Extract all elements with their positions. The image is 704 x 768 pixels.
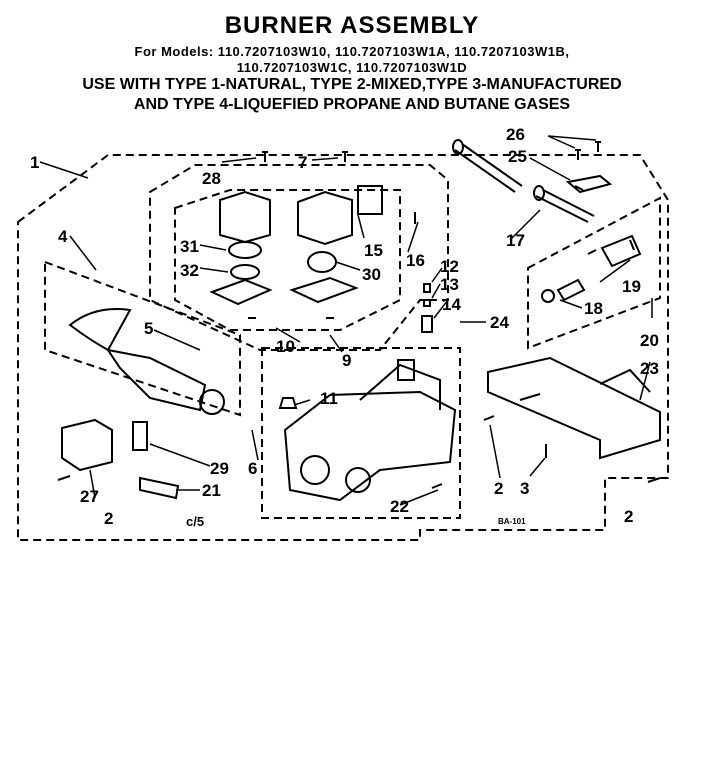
gas-control-body-icon — [283, 359, 457, 502]
models-line-2: 110.7207103W1C, 110.7207103W1D — [236, 60, 468, 75]
callout-32: 32 — [180, 261, 199, 280]
fitting-icon — [421, 283, 433, 333]
screw-icon — [575, 141, 601, 160]
callout-2-right: 2 — [624, 507, 633, 526]
mount-screw-icon — [57, 151, 661, 489]
callout-12: 12 — [440, 257, 459, 276]
drawing-id: BA-101 — [498, 517, 526, 526]
callout-1: 1 — [30, 153, 39, 172]
callout-29: 29 — [210, 459, 229, 478]
callout-15: 15 — [364, 241, 383, 260]
callout-30: 30 — [362, 265, 381, 284]
callout-4: 4 — [58, 227, 68, 246]
bracket-icon — [565, 174, 613, 194]
callout-23: 23 — [640, 359, 659, 378]
igniter-icon — [68, 308, 225, 415]
spring-plate-icon — [132, 421, 148, 451]
callout-2-mid: 2 — [494, 479, 503, 498]
callout-10: 10 — [276, 337, 295, 356]
assembly-outline — [17, 154, 669, 541]
callout-26: 26 — [506, 125, 525, 144]
callout-28: 28 — [202, 169, 221, 188]
electrode-icon — [139, 476, 180, 500]
callout-21: 21 — [202, 481, 221, 500]
gas-types-line-1: USE WITH TYPE 1-NATURAL, TYPE 2-MIXED,TY… — [82, 76, 622, 93]
callout-27: 27 — [80, 487, 99, 506]
gas-types-line-2: AND TYPE 4-LIQUEFIED PROPANE AND BUTANE … — [133, 96, 571, 113]
callout-6: 6 — [248, 459, 257, 478]
callout-17: 17 — [506, 231, 525, 250]
callout-22: 22 — [390, 497, 409, 516]
callout-11: 11 — [320, 389, 338, 408]
models-line-1: For Models: 110.7207103W10, 110.7207103W… — [134, 44, 570, 59]
callout-20: 20 — [640, 331, 659, 350]
callout-18: 18 — [584, 299, 603, 318]
leader-lines — [39, 135, 653, 506]
burner-tube-icon — [452, 139, 595, 223]
mounting-bracket-icon — [487, 356, 661, 460]
callout-13: 13 — [440, 275, 459, 294]
callout-19: 19 — [622, 277, 641, 296]
callout-2-left: 2 — [104, 509, 113, 528]
valve-fitting-icon — [587, 234, 642, 268]
valve-group-outline — [149, 164, 449, 351]
nut-icon — [278, 397, 298, 409]
orifice-group-outline — [527, 196, 661, 350]
control-body-outline — [261, 347, 461, 519]
callout-3: 3 — [520, 479, 529, 498]
solenoid-coil-icon — [209, 190, 273, 306]
callout-24: 24 — [490, 313, 509, 332]
orifice-icon — [541, 278, 586, 303]
callout-31: 31 — [180, 237, 199, 256]
callout-14: 14 — [442, 295, 461, 314]
callout-25: 25 — [508, 147, 527, 166]
callout-16: 16 — [406, 251, 425, 270]
callout-5: 5 — [144, 319, 153, 338]
diagram-title: BURNER ASSEMBLY — [224, 12, 480, 39]
callout-9: 9 — [342, 351, 351, 370]
clip-icon — [61, 418, 113, 472]
inner-valve-outline — [174, 189, 401, 331]
page-code: c/5 — [186, 514, 204, 529]
callout-7: 7 — [298, 153, 307, 172]
igniter-group-outline — [44, 260, 241, 417]
